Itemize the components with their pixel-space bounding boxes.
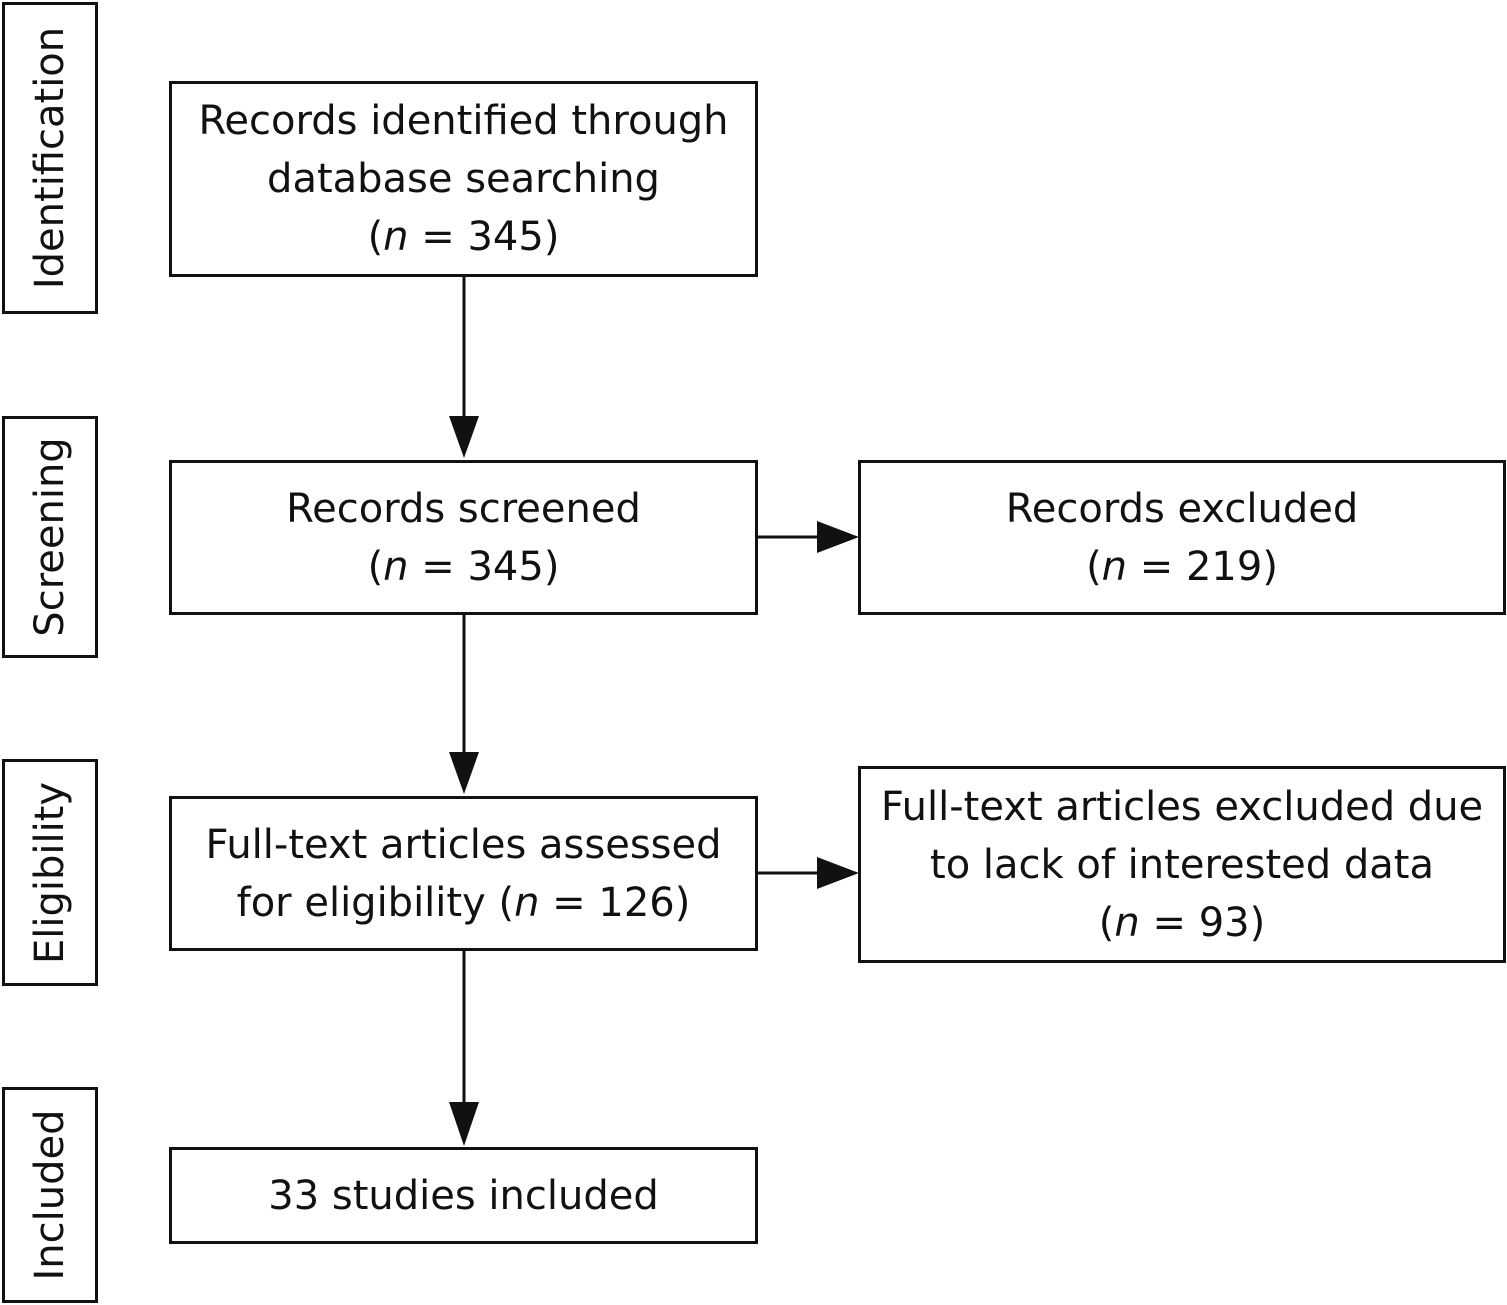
box-fulltext-assessed: Full-text articles assessed for eligibil… [169, 796, 758, 951]
stage-included: Included [2, 1087, 98, 1303]
identified-line1: Records identified through [198, 98, 729, 144]
arrow-head-right-1 [817, 521, 859, 553]
assessed-line2: for eligibility (n = 126) [236, 879, 691, 926]
arrow-head-right-2 [817, 857, 859, 889]
screened-line1: Records screened [286, 485, 641, 532]
fulltext-excluded-count: (n = 93) [1098, 899, 1266, 946]
identified-line2: database searching [267, 156, 660, 202]
box-fulltext-excluded: Full-text articles excluded due to lack … [858, 766, 1506, 963]
excluded-line1: Records excluded [1005, 485, 1359, 532]
included-line1: 33 studies included [268, 1172, 659, 1219]
stage-screening: Screening [2, 416, 98, 658]
assessed-line1: Full-text articles assessed [205, 821, 722, 868]
arrow-head-down-2 [449, 752, 479, 794]
fulltext-excluded-line2: to lack of interested data [930, 841, 1434, 888]
box-records-screened: Records screened (n = 345) [169, 460, 758, 615]
arrow-head-down-1 [449, 416, 479, 458]
arrow-head-down-3 [449, 1102, 479, 1146]
stage-identification: Identification [2, 2, 98, 314]
fulltext-excluded-line1: Full-text articles excluded due [880, 783, 1484, 830]
box-studies-included: 33 studies included [169, 1147, 758, 1244]
stage-eligibility: Eligibility [2, 759, 98, 986]
excluded-count: (n = 219) [1086, 543, 1278, 590]
box-records-excluded: Records excluded (n = 219) [858, 460, 1506, 615]
screened-count: (n = 345) [367, 543, 560, 590]
box-records-identified: Records identified through database sear… [169, 81, 758, 277]
identified-count: (n = 345) [367, 214, 560, 260]
